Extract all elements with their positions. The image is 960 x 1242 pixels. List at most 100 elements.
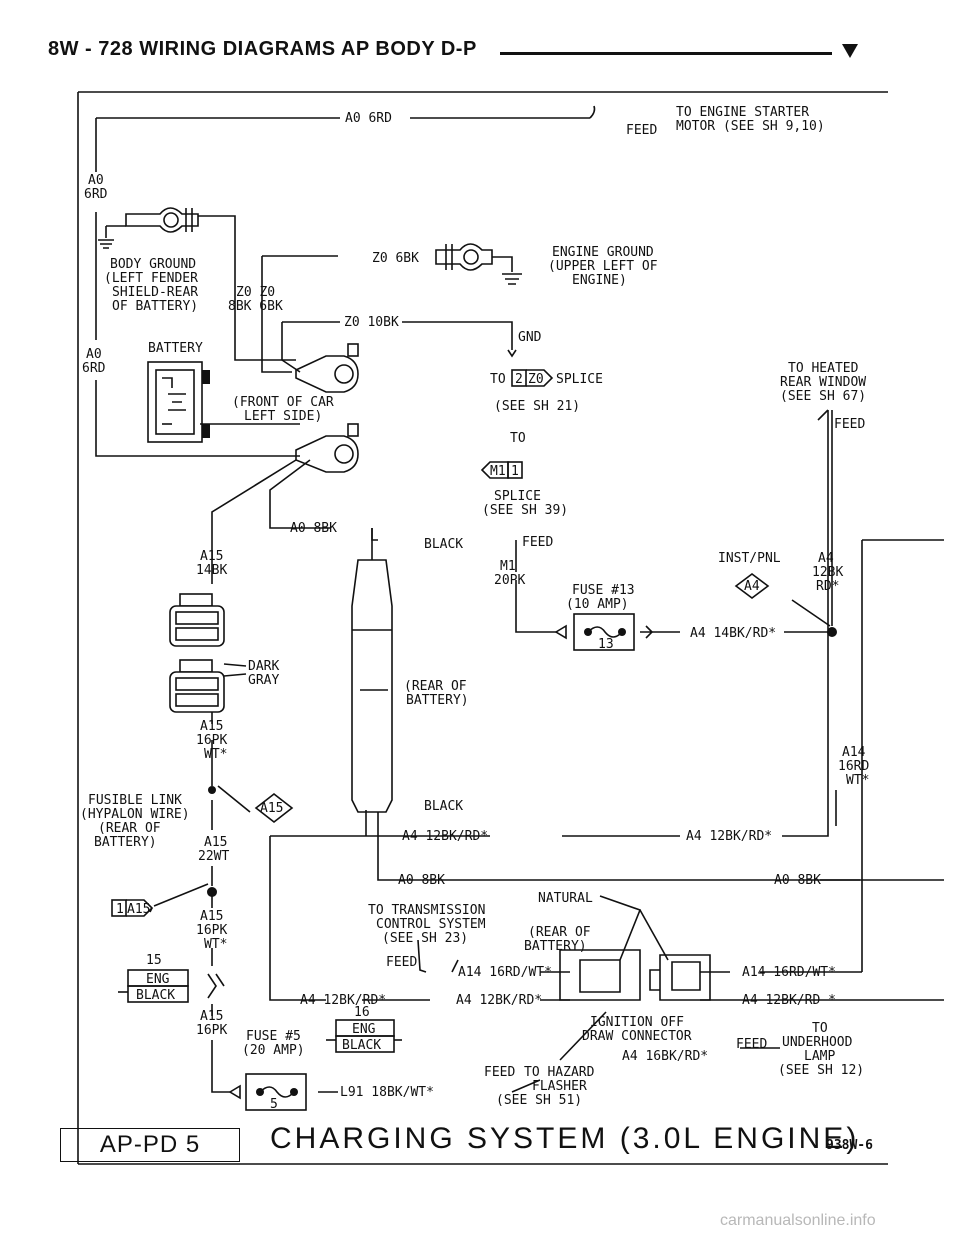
see-sh-21-label: (SEE SH 21) — [494, 399, 580, 414]
body-ground-label-4: OF BATTERY) — [112, 299, 198, 314]
a4-tag-label: A4 — [744, 579, 760, 594]
a0-6rd-top-label: A0 6RD — [345, 111, 392, 126]
fuse5-num-label: 5 — [270, 1097, 278, 1112]
header-rule — [500, 52, 832, 55]
feed-m1-label: FEED — [522, 535, 553, 550]
splice-z0-tag — [511, 369, 554, 387]
to-transmission-label-3: (SEE SH 23) — [382, 931, 468, 946]
fusible-link-label-2: (HYPALON WIRE) — [80, 807, 190, 822]
m1-wire-sub-label: 20PK — [494, 573, 525, 588]
a15-22wt-sub-label: 22WT — [198, 849, 229, 864]
a0-left-label: A0 — [88, 173, 104, 188]
a4-12bk-left-label: A4 12BK/RD* — [402, 829, 488, 844]
a15-14bk-sub-label: 14BK — [196, 563, 227, 578]
feed-underhood-label: FEED — [736, 1037, 767, 1052]
a15-22wt-label: A15 — [204, 835, 227, 850]
fuse13-label: FUSE #13 — [572, 583, 635, 598]
a4-12bk-b3-label: A4 12BK/RD * — [742, 993, 836, 1008]
a15-tag-label: A15 — [260, 801, 283, 816]
a15-16pk-label: A15 — [200, 719, 223, 734]
pin16-label: 16 — [354, 1005, 370, 1020]
a4-12bk-right-label: A4 12BK/RD* — [686, 829, 772, 844]
z0-z0-label: Z0 Z0 — [236, 285, 275, 300]
front-of-car-label-2: LEFT SIDE) — [244, 409, 322, 424]
splice-m1-label: SPLICE — [494, 489, 541, 504]
rear-battery-2-sub-label: BATTERY) — [524, 939, 587, 954]
a14-16rd-wt-b-label: A14 16RD/WT* — [742, 965, 836, 980]
engine-ground-label-2: (UPPER LEFT OF — [548, 259, 658, 274]
black-label-4: BLACK — [342, 1038, 381, 1053]
a4-14bk-label: A4 14BK/RD* — [690, 626, 776, 641]
header-triangle-icon — [842, 44, 858, 58]
black-label-1: BLACK — [424, 537, 463, 552]
l91-label: L91 18BK/WT* — [340, 1085, 434, 1100]
to-engine-starter-sub-label: MOTOR (SEE SH 9,10) — [676, 119, 825, 134]
splice-dots — [207, 627, 837, 897]
splice-label: SPLICE — [556, 372, 603, 387]
a0-8bk-bottom-left-label: A0 8BK — [398, 873, 445, 888]
gnd-label: GND — [518, 330, 542, 345]
to-heated-label-2: REAR WINDOW — [780, 375, 866, 390]
watermark: carmanualsonline.info — [720, 1212, 876, 1229]
a15-16pk-wt-label: WT* — [204, 747, 227, 762]
a15-16pk-c-label: A15 — [200, 1009, 223, 1024]
a15-connector-text: A15 — [127, 902, 150, 917]
feed-trans-label: FEED — [386, 955, 417, 970]
a4-12bk-b1-label: A4 12BK/RD* — [300, 993, 386, 1008]
negative-terminal-icon — [295, 343, 359, 393]
eng-black-connector-15 — [118, 969, 225, 1003]
a15-16pk-b-sub-label: 16PK — [196, 923, 227, 938]
a0-8bk-bottom-right-label: A0 8BK — [774, 873, 821, 888]
dark-gray-label: DARK — [248, 659, 279, 674]
natural-label: NATURAL — [538, 891, 593, 906]
a15-16pk-c-sub-label: 16PK — [196, 1023, 227, 1038]
a14-16rd-wt-label: WT* — [846, 773, 869, 788]
body-ground-label-2: (LEFT FENDER — [104, 271, 198, 286]
to-hazard-label-3: (SEE SH 51) — [496, 1093, 582, 1108]
a0-left-sub-label: 6RD — [84, 187, 108, 202]
eng-black-connector-16 — [326, 1019, 402, 1053]
a15-16pk-b-label: A15 — [200, 909, 223, 924]
a0-8bk-label: A0 8BK — [290, 521, 337, 536]
to-underhood-label: TO — [812, 1021, 828, 1036]
pin15-label: 15 — [146, 953, 162, 968]
z0-10bk-label: Z0 10BK — [344, 315, 399, 330]
a4-16bk-label: A4 16BK/RD* — [622, 1049, 708, 1064]
a15-connector-num: 1 — [116, 902, 124, 917]
inst-pnl-label: INST/PNL — [718, 551, 781, 566]
connector-a15-upper — [169, 593, 225, 647]
fuse13-amp-label: (10 AMP) — [566, 597, 629, 612]
splice-m1-tag — [480, 461, 523, 479]
diagram-frame — [77, 91, 888, 1165]
a4-12bk-b2-label: A4 12BK/RD* — [456, 993, 542, 1008]
to-splice-z0-label: TO — [490, 372, 506, 387]
body-ground-eyelet-icon — [125, 207, 199, 233]
to-hazard-label-2: FLASHER — [532, 1079, 587, 1094]
m1-tag-text: M1 — [490, 464, 506, 479]
a4-inst-pnl-tag — [734, 573, 770, 599]
to-m1-label: TO — [510, 431, 526, 446]
a4-12bk-label-2: 12BK — [812, 565, 843, 580]
rear-battery-sub-label: BATTERY) — [406, 693, 469, 708]
a14-16rd-wt-a-label: A14 16RD/WT* — [458, 965, 552, 980]
engine-ground-label-3: ENGINE) — [572, 273, 627, 288]
to-underhood-label-2: UNDERHOOD — [782, 1035, 853, 1050]
dark-gray-sub-label: GRAY — [248, 673, 279, 688]
to-engine-starter-label: TO ENGINE STARTER — [676, 105, 809, 120]
a4-12bk-label-3: RD* — [816, 579, 839, 594]
a15-16pk-sub-label: 16PK — [196, 733, 227, 748]
to-hazard-label: TO HAZARD — [524, 1065, 595, 1080]
front-of-car-label: (FRONT OF CAR — [232, 395, 334, 410]
black-label-3: BLACK — [136, 988, 175, 1003]
fuse13-num-label: 13 — [598, 637, 614, 652]
feed-hazard-label: FEED — [484, 1065, 515, 1080]
connector-a15-lower — [169, 659, 247, 713]
a14-16rd-label: A14 — [842, 745, 866, 760]
m1-tag-num: 1 — [511, 464, 519, 479]
fuse5-label: FUSE #5 — [246, 1029, 301, 1044]
feed-heated-label: FEED — [834, 417, 865, 432]
wires — [95, 105, 944, 1093]
fuse-5 — [228, 1073, 307, 1111]
to-transmission-label-2: CONTROL SYSTEM — [376, 917, 486, 932]
